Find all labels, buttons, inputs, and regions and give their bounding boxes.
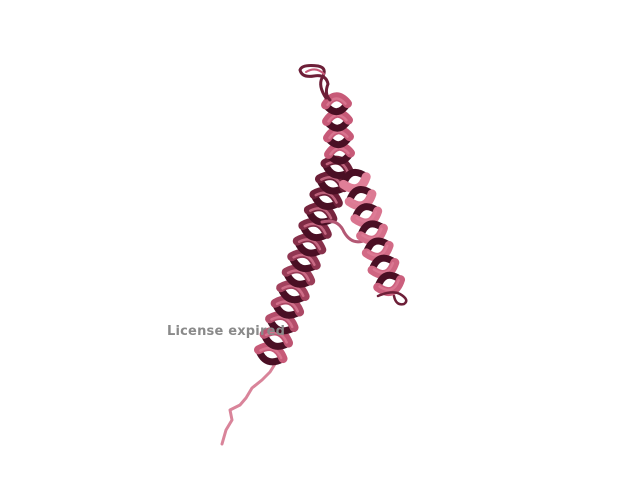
long-helix [254,92,355,366]
c-terminal-loop [376,291,408,306]
top-coil-loop [298,64,332,102]
short-helix-turn-front [373,275,406,297]
upper-helix-turn-highlight [326,97,347,107]
short-helix-turn-highlight [366,244,389,257]
license-watermark: License expired [167,324,286,339]
top-loop-highlight [305,68,325,75]
top-loop-strand [298,64,332,102]
loop-strand [320,219,368,244]
upper-helix-turn-front [321,92,352,110]
short-helix-turn-highlight [378,279,400,292]
short-helix-turn-highlight [344,176,366,189]
short-helix-turn-highlight [355,210,378,223]
short-helix-turn-highlight [349,193,372,206]
short-helix-turn-highlight [361,227,383,240]
connecting-loop [320,219,368,244]
short-helix-turn-highlight [372,261,395,274]
n-terminal-coil [220,362,277,446]
tail-strand [220,362,277,446]
short-helix [338,168,408,306]
